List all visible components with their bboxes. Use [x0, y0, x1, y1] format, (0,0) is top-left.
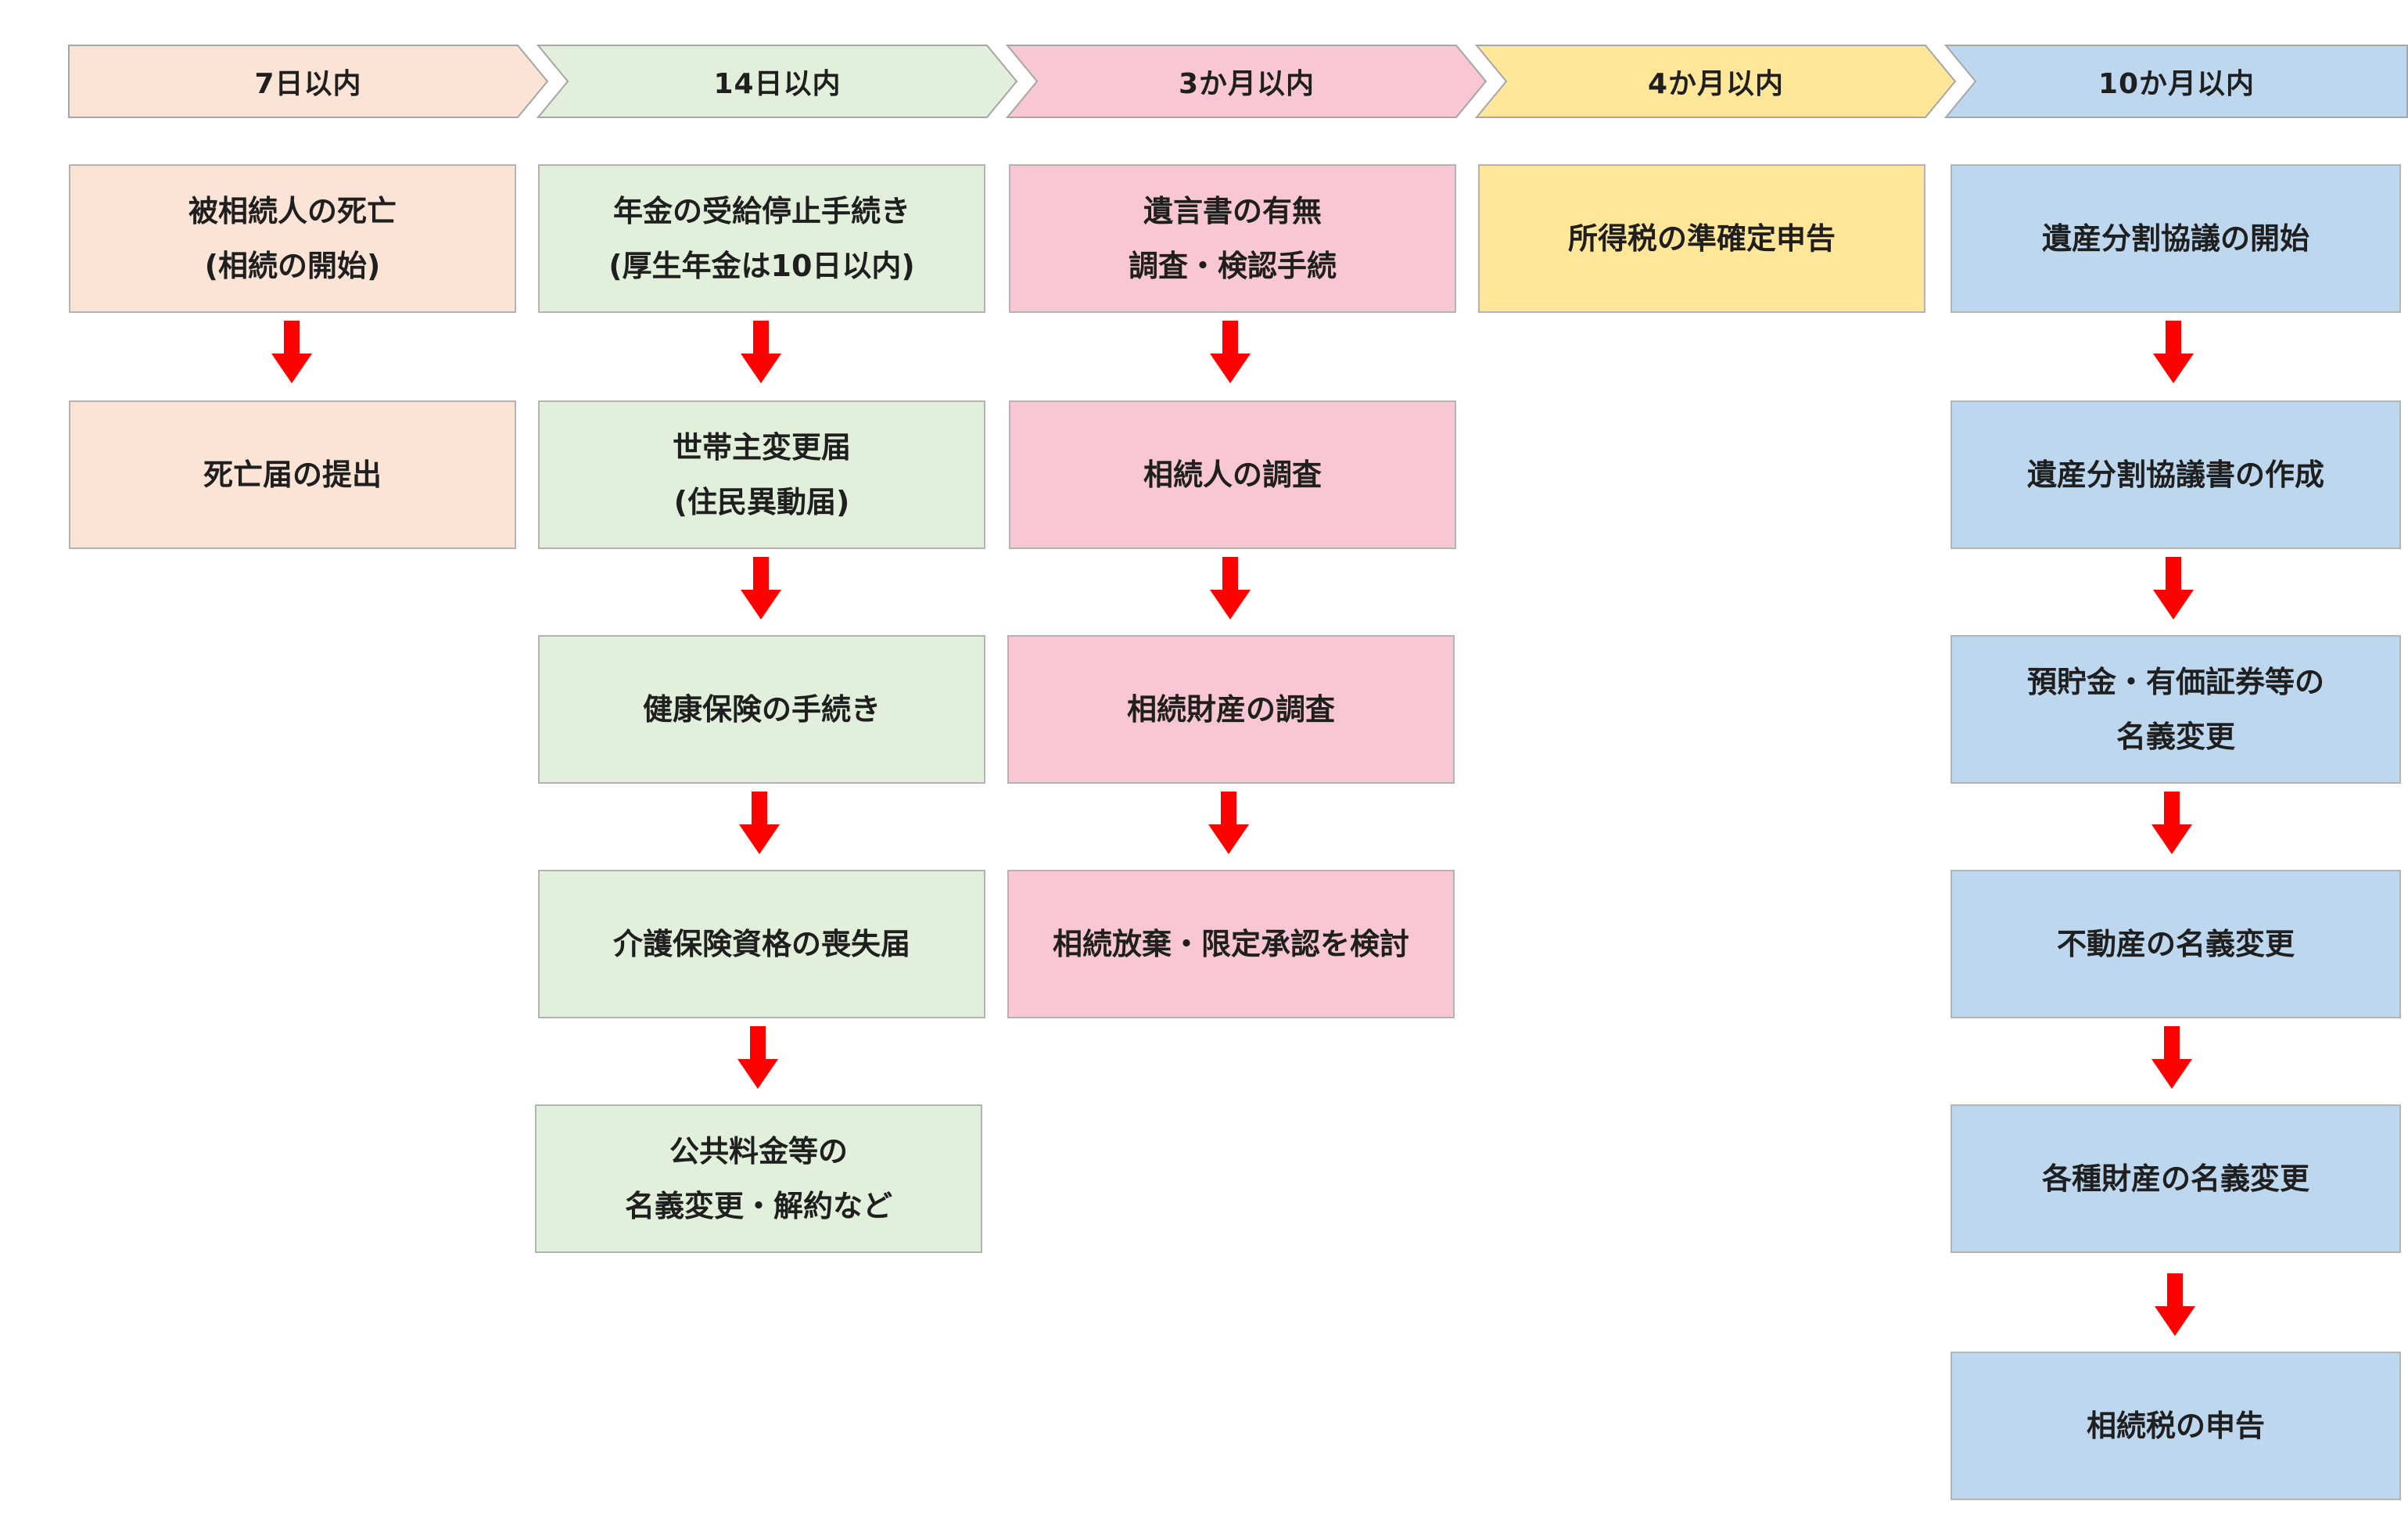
step-care-insurance-loss: 介護保険資格の喪失届: [538, 870, 985, 1018]
flow-arrow-down-icon: [1208, 792, 1249, 854]
flow-arrow-down-icon: [741, 321, 781, 383]
flow-arrow-down-icon: [1210, 321, 1251, 383]
deadline-chevron-3-months: 3か月以内: [1005, 45, 1488, 118]
chevron-shape: [1943, 45, 2408, 118]
deadline-chevron-4-months: 4か月以内: [1474, 45, 1957, 118]
step-utility-transfer: 公共料金等の 名義変更・解約など: [535, 1104, 982, 1253]
step-real-estate-transfer: 不動産の名義変更: [1950, 870, 2401, 1018]
step-will-check: 遺言書の有無 調査・検認手続: [1009, 164, 1456, 313]
flow-arrow-down-icon: [737, 1026, 778, 1089]
deadline-label: 7日以内: [254, 68, 362, 100]
flow-arrow-down-icon: [2155, 1273, 2195, 1336]
flow-arrow-down-icon: [2151, 1026, 2192, 1089]
flow-arrow-down-icon: [741, 557, 781, 619]
step-householder-change: 世帯主変更届 (住民異動届): [538, 400, 985, 549]
step-estate-survey: 相続財産の調査: [1007, 635, 1455, 784]
step-renunciation-review: 相続放棄・限定承認を検討: [1007, 870, 1455, 1018]
deadline-chevron-10-months: 10か月以内: [1943, 45, 2408, 118]
deadline-label: 10か月以内: [2098, 68, 2255, 100]
chevron-shape: [1474, 45, 1957, 118]
flow-arrow-down-icon: [2151, 792, 2192, 854]
flow-arrow-down-icon: [1210, 557, 1251, 619]
step-death-notice: 死亡届の提出: [69, 400, 516, 549]
deadline-chevron-7-days: 7日以内: [68, 45, 549, 118]
chevron-shape: [1005, 45, 1488, 118]
step-pension-stop: 年金の受給停止手続き (厚生年金は10日以内): [538, 164, 985, 313]
step-division-agreement: 遺産分割協議書の作成: [1950, 400, 2401, 549]
step-quasi-final-tax-return: 所得税の準確定申告: [1478, 164, 1925, 313]
deadline-label: 14日以内: [713, 68, 842, 100]
step-other-property-transfer: 各種財産の名義変更: [1950, 1104, 2401, 1253]
deadline-label: 3か月以内: [1178, 68, 1315, 100]
step-deposit-securities-transfer: 預貯金・有価証券等の 名義変更: [1950, 635, 2401, 784]
chevron-shape: [536, 45, 1018, 118]
step-death-of-decedent: 被相続人の死亡 (相続の開始): [69, 164, 516, 313]
step-inheritance-tax-return: 相続税の申告: [1950, 1352, 2401, 1500]
step-heir-survey: 相続人の調査: [1009, 400, 1456, 549]
flow-arrow-down-icon: [739, 792, 780, 854]
flow-arrow-down-icon: [2153, 321, 2194, 383]
chevron-shape: [68, 45, 549, 118]
deadline-label: 4か月以内: [1647, 68, 1785, 100]
step-health-insurance: 健康保険の手続き: [538, 635, 985, 784]
step-division-start: 遺産分割協議の開始: [1950, 164, 2401, 313]
flow-arrow-down-icon: [271, 321, 312, 383]
flow-arrow-down-icon: [2153, 557, 2194, 619]
deadline-chevron-14-days: 14日以内: [536, 45, 1018, 118]
